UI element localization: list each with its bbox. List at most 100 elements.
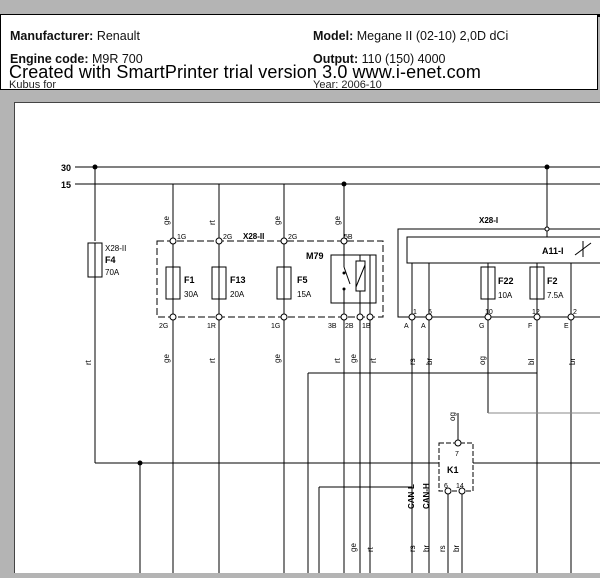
fuse-f4-wire-color: rt bbox=[84, 359, 93, 365]
x28i-bottom-letter-3: G bbox=[479, 323, 484, 330]
x28i-wire-2: br bbox=[425, 358, 434, 365]
lower-wire-5: rs bbox=[438, 545, 447, 552]
fuse-f5-rating: 15A bbox=[297, 290, 312, 299]
model-field: Model: Megane II (02-10) 2,0D dCi bbox=[313, 29, 508, 43]
k1-pin-1: 6 bbox=[444, 483, 448, 490]
lower-wire-4: br bbox=[422, 545, 431, 552]
rail-30-label: 30 bbox=[61, 163, 71, 173]
rail-30: 30 bbox=[61, 163, 600, 173]
k1-top-wire-color: og bbox=[448, 412, 457, 421]
lower-wire-1: ge bbox=[349, 543, 358, 552]
fuse-f22: F22 10A bbox=[480, 266, 514, 300]
fuse-f4-name: F4 bbox=[105, 255, 116, 265]
x28ii-bottom-wire-2: rt bbox=[208, 357, 217, 363]
relay-m79: M79 bbox=[306, 244, 377, 317]
lower-wire-2: rt bbox=[366, 546, 375, 552]
wiring-diagram: 30 15 X28-II F4 70A rt X28-II ge rt ge g… bbox=[61, 163, 600, 573]
x28ii-bottom-wire-1: ge bbox=[162, 354, 171, 363]
x28ii-bottom-pin-6: 1B bbox=[362, 323, 371, 330]
x28ii-bottom-wire-6: rt bbox=[369, 357, 378, 363]
x28ii-bottom-wire-3: ge bbox=[273, 354, 282, 363]
x28ii-top-pin-2: 2G bbox=[223, 234, 232, 241]
fuse-f13-name: F13 bbox=[230, 275, 246, 285]
fuse-f4-connector: X28-II bbox=[105, 244, 126, 253]
output-field: Output: 110 (150) 4000 bbox=[313, 52, 445, 66]
x28ii-bottom-wires: 2G 1R 1G 3B 2B 1B ge rt ge rt ge rt bbox=[159, 313, 378, 573]
fuse-box-x28i: X28-I A11-I bbox=[397, 167, 600, 318]
fuse-f5: F5 15A bbox=[276, 244, 312, 317]
fuse-f1: F1 30A bbox=[165, 244, 199, 317]
x28ii-top-pin-4: 5B bbox=[344, 234, 353, 241]
x28ii-top-pin-3: 2G bbox=[288, 234, 297, 241]
x28ii-top-wire-4: ge bbox=[333, 216, 342, 225]
x28i-bottom-letter-1: A bbox=[404, 323, 409, 330]
k1-label: K1 bbox=[447, 465, 459, 475]
can-high-label: CAN-H bbox=[422, 483, 431, 509]
rail-15-label: 15 bbox=[61, 180, 71, 190]
x28i-wire-1: rs bbox=[408, 358, 417, 365]
x28i-wires: 1 6 10 12 2 A A G F E rs br og bl br bbox=[404, 263, 577, 573]
x28i-top-pin-2: 6 bbox=[428, 309, 432, 316]
fuse-f1-name: F1 bbox=[184, 275, 195, 285]
x28i-wire-3: og bbox=[478, 356, 487, 365]
x28ii-bottom-pin-4: 3B bbox=[328, 323, 337, 330]
x28i-top-pin-1: 1 bbox=[413, 309, 417, 316]
x28i-top-pin-4: 12 bbox=[532, 309, 540, 316]
x28ii-top-pin-1: 1G bbox=[177, 234, 186, 241]
relay-m79-label: M79 bbox=[306, 251, 324, 261]
output-value: 110 (150) 4000 bbox=[361, 52, 446, 66]
manufacturer-value: Renault bbox=[96, 29, 140, 43]
k1-pin-2: 14 bbox=[456, 483, 464, 490]
rail-15: 15 bbox=[61, 180, 600, 190]
connector-k1: 7 K1 6 14 bbox=[438, 439, 474, 573]
x28i-top-pin-3: 10 bbox=[485, 309, 493, 316]
fuse-f22-name: F22 bbox=[498, 276, 514, 286]
manufacturer-field: Manufacturer: Renault bbox=[10, 29, 140, 43]
lower-wire-6: br bbox=[452, 545, 461, 552]
x28i-wire-5: br bbox=[568, 358, 577, 365]
wiring-diagram-canvas: 30 15 X28-II F4 70A rt X28-II ge rt ge g… bbox=[14, 102, 600, 573]
module-a11i-label: A11-I bbox=[542, 246, 564, 256]
fuse-f2-name: F2 bbox=[547, 276, 558, 286]
header-overlap-left: Kubus for bbox=[9, 79, 57, 91]
x28i-bottom-letter-5: E bbox=[564, 323, 569, 330]
fuse-f13-rating: 20A bbox=[230, 290, 245, 299]
x28i-bottom-letter-4: F bbox=[528, 323, 532, 330]
x28i-label: X28-I bbox=[479, 216, 498, 225]
x28ii-bottom-pin-1: 2G bbox=[159, 323, 168, 330]
x28ii-bottom-pin-2: 1R bbox=[207, 323, 216, 330]
x28ii-top-wire-3: ge bbox=[273, 216, 282, 225]
k1-top-pin: 7 bbox=[455, 451, 459, 458]
model-value: Megane II (02-10) 2,0D dCi bbox=[356, 29, 509, 43]
header-overlap-right: Year: 2006-10 bbox=[313, 79, 382, 91]
engine-code-value: M9R 700 bbox=[91, 52, 143, 66]
x28i-top-pin-5: 2 bbox=[573, 309, 577, 316]
output-label: Output: bbox=[313, 52, 359, 66]
x28ii-top-wire-1: ge bbox=[162, 216, 171, 225]
watermark-text: Created with SmartPrinter trial version … bbox=[9, 62, 481, 82]
x28ii-top-wire-2: rt bbox=[208, 219, 217, 225]
document-header: Manufacturer: Renault Model: Megane II (… bbox=[0, 14, 598, 90]
x28i-bottom-letter-2: A bbox=[421, 323, 426, 330]
model-label: Model: bbox=[313, 29, 354, 43]
x28i-wire-4: bl bbox=[527, 359, 536, 365]
x28ii-bottom-wire-4: rt bbox=[333, 357, 342, 363]
fuse-f13: F13 20A bbox=[211, 244, 246, 317]
engine-code-label: Engine code: bbox=[10, 52, 89, 66]
fuse-f22-rating: 10A bbox=[498, 291, 513, 300]
fuse-f5-name: F5 bbox=[297, 275, 308, 285]
fuse-f2: F2 7.5A bbox=[529, 266, 564, 300]
manufacturer-label: Manufacturer: bbox=[10, 29, 94, 43]
x28ii-bottom-pin-5: 2B bbox=[345, 323, 354, 330]
x28ii-top-wires: ge rt ge ge 1G 2G 2G 5B bbox=[162, 184, 353, 245]
fuse-f4: X28-II F4 70A rt bbox=[84, 167, 126, 463]
fuse-f2-rating: 7.5A bbox=[547, 291, 564, 300]
x28ii-bottom-wire-5: ge bbox=[349, 354, 358, 363]
lower-wire-3: rs bbox=[408, 545, 417, 552]
x28ii-label: X28-II bbox=[243, 232, 264, 241]
fuse-f4-rating: 70A bbox=[105, 268, 120, 277]
fuse-f1-rating: 30A bbox=[184, 290, 199, 299]
can-low-label: CAN-L bbox=[407, 484, 416, 509]
x28ii-bottom-pin-3: 1G bbox=[271, 323, 280, 330]
engine-code-field: Engine code: M9R 700 bbox=[10, 52, 143, 66]
